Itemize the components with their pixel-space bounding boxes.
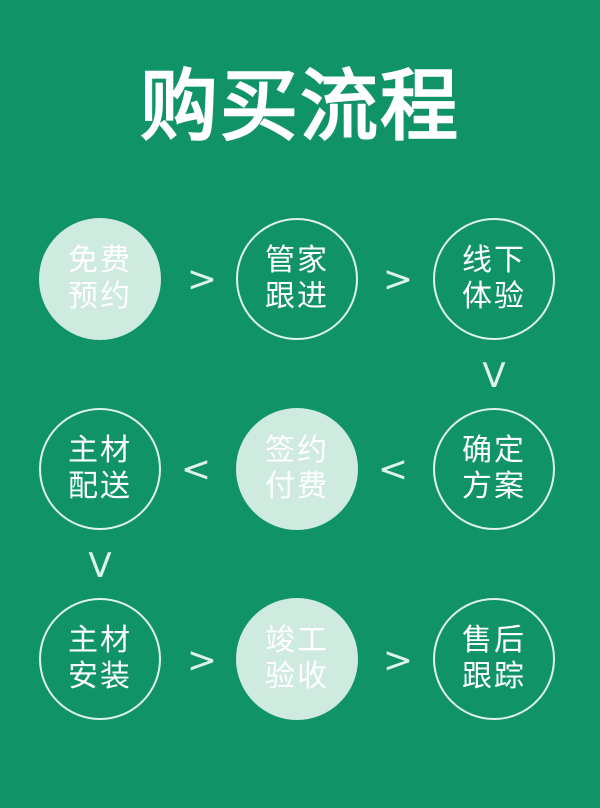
step-label-line1: 管家 [265, 243, 329, 278]
step-label-line2: 跟进 [265, 279, 329, 314]
arrow-left-icon: < [377, 449, 409, 490]
arrow-right-icon: > [186, 640, 218, 681]
step-sign-and-pay: 签约 付费 [236, 408, 358, 530]
step-butler-follow-up: 管家 跟进 [236, 218, 358, 340]
step-label-line1: 签约 [265, 433, 329, 468]
step-label-line1: 售后 [462, 623, 526, 658]
arrow-down-icon: V [482, 356, 506, 396]
step-label-line2: 跟踪 [462, 659, 526, 694]
arrow-right-icon: > [186, 259, 218, 300]
page-title: 购买流程 [139, 62, 460, 152]
step-main-material-delivery: 主材 配送 [39, 408, 161, 530]
step-label-line1: 主材 [68, 433, 132, 468]
step-label-line2: 预约 [68, 279, 132, 314]
step-after-sales-tracking: 售后 跟踪 [433, 598, 555, 720]
step-main-material-installation: 主材 安装 [39, 598, 161, 720]
arrow-right-icon: > [382, 259, 414, 300]
step-label-line1: 确定 [462, 433, 526, 468]
step-free-appointment: 免费 预约 [39, 218, 161, 340]
arrow-left-icon: < [180, 449, 212, 490]
step-label-line2: 验收 [265, 659, 329, 694]
step-label-line1: 主材 [68, 623, 132, 658]
step-label-line2: 方案 [462, 469, 526, 504]
arrow-down-icon: V [88, 546, 112, 586]
arrow-right-icon: > [382, 640, 414, 681]
step-label-line1: 免费 [68, 243, 132, 278]
step-label-line2: 安装 [68, 659, 132, 694]
step-label-line1: 线下 [462, 243, 526, 278]
step-label-line2: 配送 [68, 469, 132, 504]
step-label-line2: 体验 [462, 279, 526, 314]
step-completion-acceptance: 竣工 验收 [236, 598, 358, 720]
step-confirm-plan: 确定 方案 [433, 408, 555, 530]
step-offline-experience: 线下 体验 [433, 218, 555, 340]
step-label-line1: 竣工 [265, 623, 329, 658]
step-label-line2: 付费 [265, 469, 329, 504]
